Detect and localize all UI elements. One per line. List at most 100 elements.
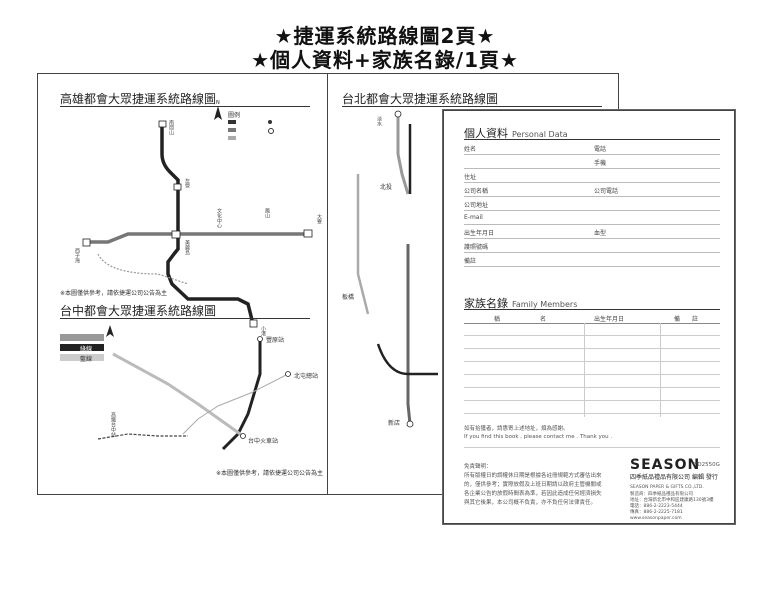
taichung-high-speed-line xyxy=(97,433,188,440)
tc-station-label: 台中火車站 xyxy=(248,438,279,445)
family-title-rule xyxy=(464,309,720,310)
ks-station-label: 西子灣 xyxy=(74,248,80,263)
family-title-zh: 家族名錄 xyxy=(464,297,508,310)
legend-dot xyxy=(268,120,272,124)
taipei-map xyxy=(356,110,438,428)
taipei-blue-line xyxy=(356,174,370,315)
legend-label: 藍線 xyxy=(80,356,93,363)
taichung-green-line xyxy=(221,339,262,451)
field-label: 姓名 xyxy=(464,146,477,153)
form-row[interactable]: 公司名稱公司電話 xyxy=(464,183,720,197)
tc-station-label: 高鐵台中站 xyxy=(110,412,116,437)
station-tc-end xyxy=(240,433,246,439)
taichung-title-rule xyxy=(60,318,310,319)
station-tc-east xyxy=(285,371,291,377)
legend-swatch xyxy=(60,334,104,341)
tc-station-label: 豐原站 xyxy=(266,337,285,344)
col-birth: 出生年月日 xyxy=(594,316,625,323)
kaohsiung-title: 高雄都會大眾捷運系統路線圖 xyxy=(60,92,217,106)
station-tc-start xyxy=(257,336,263,342)
field-label: 手機 xyxy=(594,160,607,167)
ks-station-label: 左營 xyxy=(184,178,190,188)
kaohsiung-light-rail xyxy=(97,253,189,285)
col-divider xyxy=(584,323,585,417)
legend-swatch xyxy=(60,354,104,361)
header-line1: ★捷運系統路線圖2頁★ xyxy=(274,24,496,48)
address-line: 傳真：886-2-2225-7181 xyxy=(630,510,683,515)
personal-title: 個人資料 Personal Data xyxy=(464,125,568,141)
family-title-en: Family Members xyxy=(512,300,578,309)
svg-text:N: N xyxy=(216,100,220,106)
col-relation: 稱 xyxy=(494,316,501,323)
taichung-rail xyxy=(182,373,289,435)
lost-notice-zh: 如有拾獲者，請惠寄上述地址，煩為感謝。 xyxy=(464,426,569,432)
form-row[interactable]: 姓名 電話 xyxy=(464,141,720,155)
field-label: 公司名稱 xyxy=(464,188,489,195)
disclaimer-text: 所有版權日的調權休日期是根據各註冊規範方式審估出來的，僅供參考；實際放假及上班日… xyxy=(464,473,602,506)
tp-station-label: 板橋 xyxy=(342,294,355,301)
field-label: 電話 xyxy=(594,146,607,153)
field-label: 血型 xyxy=(594,230,607,237)
legend-swatch xyxy=(228,120,236,124)
kaohsiung-legend: 圖例 xyxy=(228,110,318,160)
field-label: E-mail xyxy=(464,214,483,221)
form-row[interactable]: E-mail xyxy=(464,211,720,225)
compass-icon xyxy=(106,325,114,337)
form-row[interactable]: 備註 xyxy=(464,253,720,267)
family-title: 家族名錄 Family Members xyxy=(464,295,577,311)
legend-swatch xyxy=(228,136,236,140)
ks-station-label: 美麗島 xyxy=(184,240,190,255)
personal-title-rule xyxy=(464,139,720,140)
kaohsiung-red-line xyxy=(160,124,255,325)
compass-icon: N xyxy=(214,100,222,120)
taichung-title: 台中都會大眾捷運系統路線圖 xyxy=(60,304,217,318)
form-row[interactable]: 手機 xyxy=(464,155,720,169)
field-label: 備註 xyxy=(464,258,477,265)
field-label: 出生年月日 xyxy=(464,230,495,237)
personal-title-en: Personal Data xyxy=(512,130,568,139)
legend-label: 綠線 xyxy=(80,346,93,353)
legend-swatch xyxy=(228,128,236,132)
company-name: 四季紙品禮品有限公司 編輯 發行 xyxy=(630,473,718,482)
address-line: 地址：台灣新北市中和區建康路130號3樓 xyxy=(630,498,714,503)
field-label: 護照號碼 xyxy=(464,244,489,251)
tp-station-label: 淡水 xyxy=(376,116,382,126)
kaohsiung-map: N xyxy=(82,100,313,328)
family-table-body[interactable] xyxy=(464,323,720,417)
station-xiaogang xyxy=(249,319,258,328)
form-row[interactable]: 住址 xyxy=(464,169,720,183)
kaohsiung-note: ※本圖僅供參考，請依捷運公司公告為主 xyxy=(60,290,168,297)
legend-swatch xyxy=(60,344,104,351)
personal-title-zh: 個人資料 xyxy=(464,127,508,140)
address-line: www.seasonpaper.com xyxy=(630,516,682,521)
form-row[interactable]: 出生年月日 血型 xyxy=(464,225,720,239)
company-name-zh: 四季紙品禮品有限公司 xyxy=(630,474,691,481)
company-sub: 編輯 發行 xyxy=(691,474,718,481)
taichung-blue-line xyxy=(112,352,244,438)
taipei-green-line xyxy=(406,244,412,425)
brand-logo: SEASON xyxy=(630,457,701,473)
product-code: YD2550G xyxy=(694,462,720,468)
tc-station-label: 北屯總站 xyxy=(294,373,319,380)
company-en: SEASON PAPER & GIFTS CO.,LTD. xyxy=(630,485,704,490)
personal-data-page: 個人資料 Personal Data 姓名 電話 手機 住址 公司名稱公司電話 公司… xyxy=(443,110,735,524)
field-label: 住址 xyxy=(464,174,477,181)
taipei-title-rule xyxy=(342,106,602,107)
left-page: 高雄都會大眾捷運系統路線圖 N 南岡山 左營 美麗島 西子灣 大寮 小港 文化中… xyxy=(37,73,329,495)
kaohsiung-orange-line xyxy=(86,232,308,244)
station-daliao xyxy=(303,229,313,238)
lost-notice-en: If you find this book , please contact m… xyxy=(464,434,613,440)
ks-station-label: 文化中心 xyxy=(216,208,222,228)
ks-station-label: 大寮 xyxy=(316,214,322,224)
ks-station-label: 南岡山 xyxy=(168,120,174,135)
ks-station-label: 小港 xyxy=(260,326,266,336)
taichung-map xyxy=(97,325,291,451)
legend-dot xyxy=(268,128,274,134)
footer-rule xyxy=(464,447,720,448)
form-row[interactable]: 公司地址 xyxy=(464,197,720,211)
form-row[interactable]: 護照號碼 xyxy=(464,239,720,253)
station-tamsui xyxy=(394,110,402,118)
taipei-loop-line xyxy=(376,343,438,376)
legend-title: 圖例 xyxy=(228,112,241,119)
taichung-legend: 綠線 藍線 xyxy=(60,324,104,394)
